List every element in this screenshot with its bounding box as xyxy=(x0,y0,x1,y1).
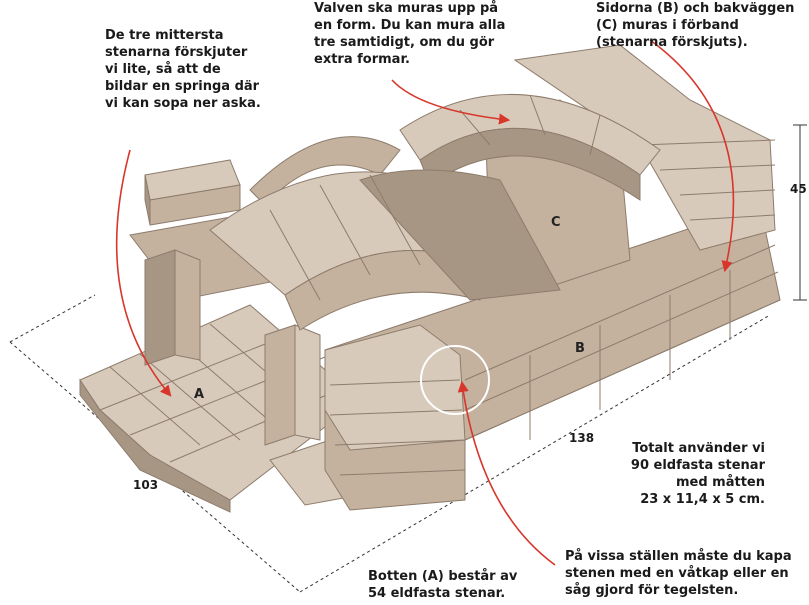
dimension-width: 103 xyxy=(133,478,159,492)
left-pillars xyxy=(144,249,321,446)
note-vault: Valven ska muras upp på en form. Du kan … xyxy=(314,1,506,67)
note-total: Totalt använder vi 90 eldfasta stenar me… xyxy=(630,441,765,507)
note-sides: Sidorna (B) och bakväggen (C) muras i fö… xyxy=(596,1,795,50)
arrow-sides xyxy=(649,39,735,273)
dimension-lines xyxy=(9,294,771,593)
arrow-sweep-gap xyxy=(115,149,172,397)
cut-highlight-circle xyxy=(420,345,490,415)
marker-a: A xyxy=(194,387,205,402)
note-bottom: Botten (A) består av 54 eldfasta stenar. xyxy=(368,569,518,601)
note-sweep-gap: De tre mittersta stenarna förskjuter vi … xyxy=(105,28,261,111)
height-dimension xyxy=(793,124,807,301)
dimension-length: 138 xyxy=(569,431,595,445)
note-cut: På vissa ställen måste du kapa stenen me… xyxy=(565,549,792,598)
arrow-cut xyxy=(457,380,556,566)
marker-b: B xyxy=(575,341,585,356)
arrow-vault xyxy=(391,79,511,125)
vault-arches xyxy=(209,93,661,331)
callout-arrows xyxy=(115,39,735,566)
dimension-height: 45 xyxy=(790,182,807,196)
marker-c: C xyxy=(551,215,561,230)
